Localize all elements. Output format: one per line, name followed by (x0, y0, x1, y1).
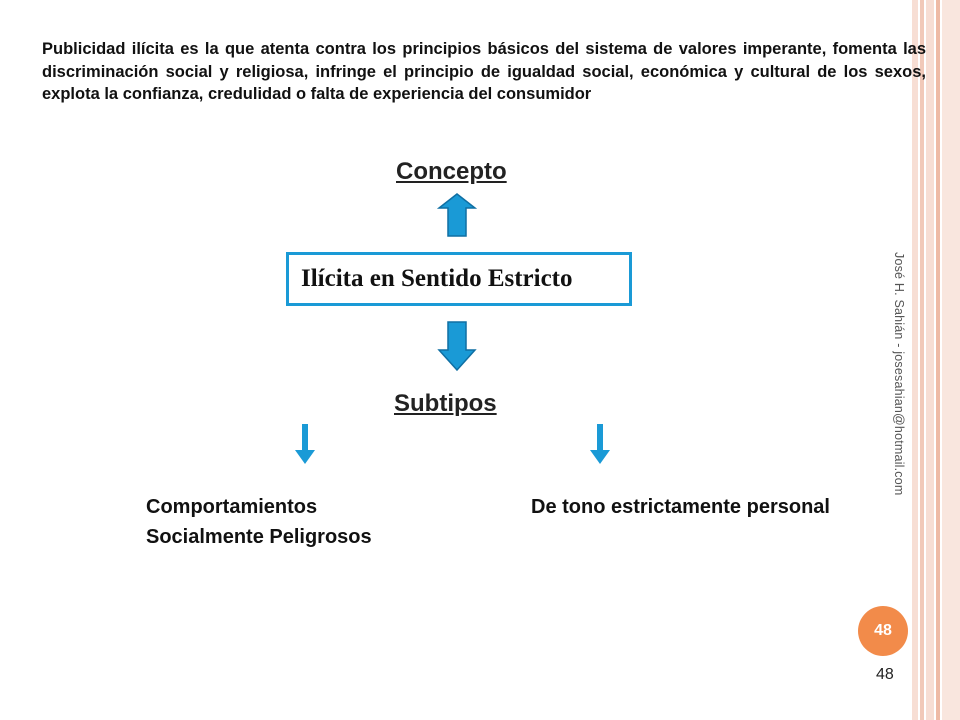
concepto-heading: Concepto (396, 158, 507, 185)
page-badge: 48 (858, 606, 908, 656)
stripe (936, 0, 940, 720)
stripe (926, 0, 934, 720)
left-branch-arrow-icon (295, 424, 315, 464)
page-number: 48 (876, 666, 894, 683)
stripe (920, 0, 924, 720)
subtype-left-text: Comportamientos Socialmente Peligrosos (146, 496, 372, 548)
author-credit: José H. Sahián - josesahian@hotmail.com (892, 252, 906, 496)
intro-paragraph: Publicidad ilícita es la que atenta cont… (42, 40, 926, 103)
subtipos-heading: Subtipos (394, 390, 497, 417)
subtype-right-text: De tono estrictamente personal (531, 496, 830, 518)
stripe (942, 0, 960, 720)
right-branch-arrow-icon (590, 424, 610, 464)
page-badge-number: 48 (874, 622, 892, 639)
center-concept-label: Ilícita en Sentido Estricto (301, 265, 573, 292)
up-arrow-icon (437, 193, 477, 237)
stripe (912, 0, 918, 720)
down-arrow-icon (437, 321, 477, 372)
center-concept-box: Ilícita en Sentido Estricto (286, 252, 632, 306)
decorative-stripes (912, 0, 960, 720)
